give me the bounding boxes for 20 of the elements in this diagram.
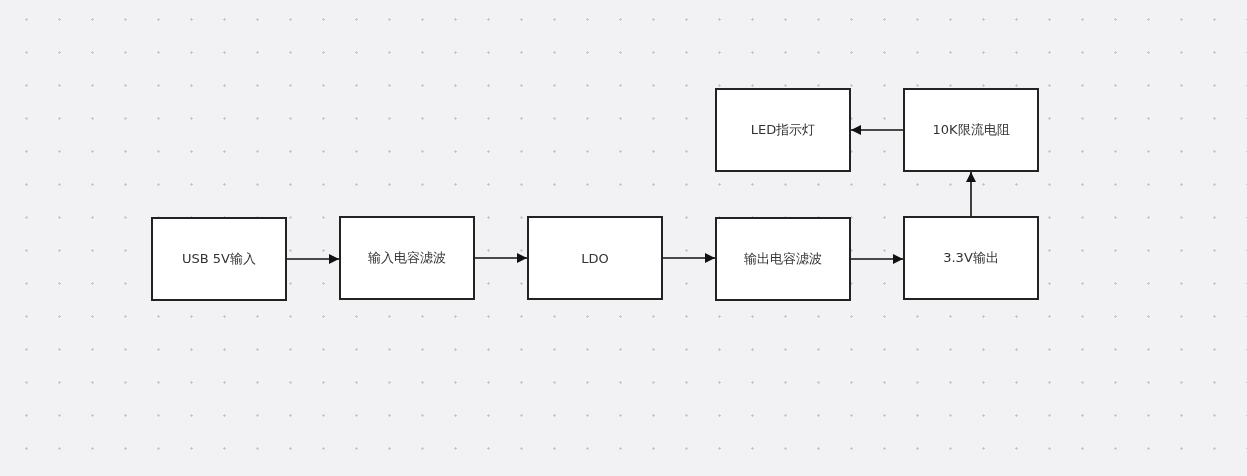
- process-box: [527, 216, 663, 300]
- process-box: [903, 88, 1039, 172]
- box-label: LDO: [581, 250, 609, 266]
- arrow: [474, 253, 528, 263]
- arrow: [850, 254, 904, 264]
- process-box: [339, 216, 475, 300]
- box-label: 输入电容滤波: [368, 249, 446, 267]
- box-label: 输出电容滤波: [744, 250, 822, 268]
- box-label: LED指示灯: [750, 121, 816, 139]
- process-box: [151, 217, 287, 301]
- arrow: [286, 254, 340, 264]
- box-label: USB 5V输入: [182, 250, 256, 268]
- process-box: [715, 217, 851, 301]
- arrow: [662, 253, 716, 263]
- process-box: [903, 216, 1039, 300]
- arrow: [966, 171, 976, 217]
- box-label: 3.3V输出: [943, 249, 999, 267]
- box-label: 10K限流电阻: [932, 121, 1010, 139]
- process-box: [715, 88, 851, 172]
- arrow: [850, 125, 904, 135]
